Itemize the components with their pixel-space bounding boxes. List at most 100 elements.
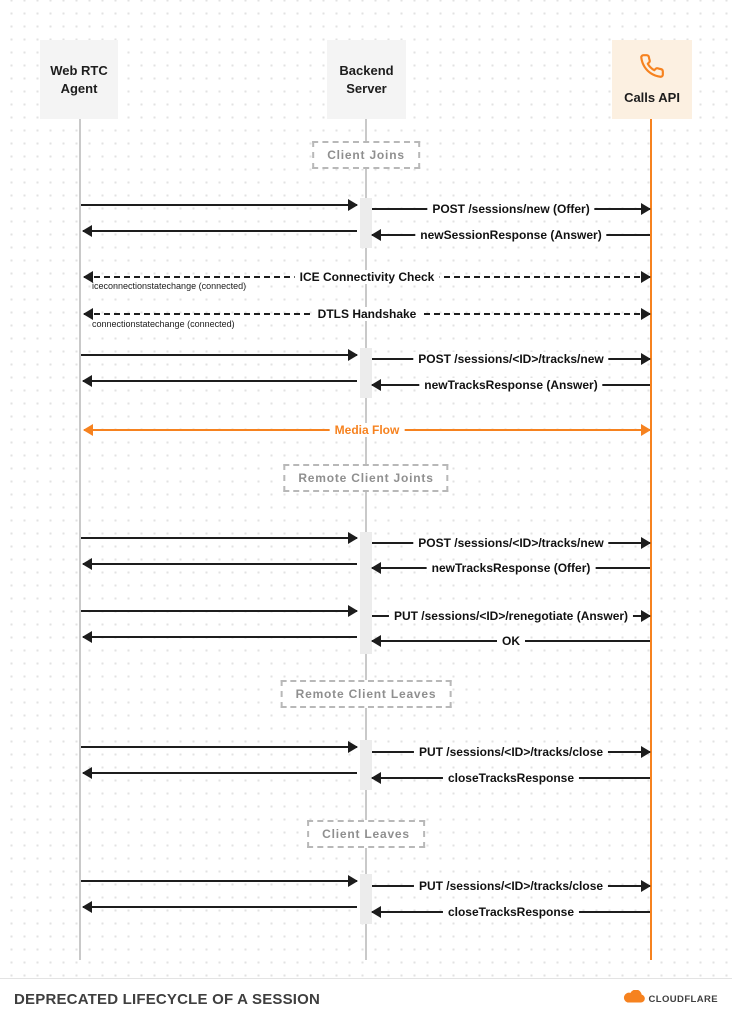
actor-label-line: Calls API xyxy=(624,89,680,105)
activation-bar xyxy=(360,532,372,654)
arrow-post-tracks-new-2: POST /sessions/<ID>/tracks/new xyxy=(372,536,651,550)
arrow-media-flow: Media Flow xyxy=(83,423,651,437)
message-label: newSessionResponse (Answer) xyxy=(415,228,607,242)
event-note-dtls: connectionstatechange (connected) xyxy=(92,319,235,329)
arrowhead-right xyxy=(641,308,651,320)
message-label: PUT /sessions/<ID>/renegotiate (Answer) xyxy=(388,609,634,623)
cloudflare-wordmark: CLOUDFLARE xyxy=(648,993,718,1005)
message-label: POST /sessions/new (Offer) xyxy=(427,202,595,216)
arrowhead-left xyxy=(82,225,92,237)
arrow-webrtc-to-backend xyxy=(81,349,358,361)
actor-label-line: Backend xyxy=(339,62,394,78)
activation-bar xyxy=(360,874,372,924)
arrowhead-left xyxy=(371,635,381,647)
arrowhead-right xyxy=(348,532,358,544)
footer: DEPRECATED LIFECYCLE OF A SESSION CLOUDF… xyxy=(0,978,732,1019)
message-label: closeTracksResponse xyxy=(442,905,580,919)
message-label: DTLS Handshake xyxy=(312,307,422,321)
arrowhead-right xyxy=(641,880,651,892)
message-label: OK xyxy=(497,634,525,648)
activation-bar xyxy=(360,740,372,790)
section-client-joins: Client Joins xyxy=(312,141,420,169)
actor-backend-server: Backend Server xyxy=(327,40,406,119)
arrowhead-left xyxy=(371,379,381,391)
arrowhead-right xyxy=(348,349,358,361)
arrowhead-left xyxy=(82,558,92,570)
arrow-backend-to-webrtc xyxy=(82,558,357,570)
arrowhead-left xyxy=(371,229,381,241)
actor-calls-api: Calls API xyxy=(612,40,692,119)
lifeline-webrtc-agent xyxy=(79,119,81,960)
arrow-webrtc-to-backend xyxy=(81,875,358,887)
arrowhead-left xyxy=(82,901,92,913)
arrowhead-right xyxy=(641,746,651,758)
section-client-leaves: Client Leaves xyxy=(307,820,425,848)
arrow-backend-to-webrtc xyxy=(82,375,357,387)
arrowhead-right xyxy=(348,199,358,211)
arrowhead-right xyxy=(641,203,651,215)
arrow-post-tracks-new: POST /sessions/<ID>/tracks/new xyxy=(372,352,651,366)
arrowhead-right xyxy=(641,271,651,283)
message-label: Media Flow xyxy=(329,423,405,437)
actor-label-line: Web RTC xyxy=(50,62,108,78)
arrowhead-left xyxy=(83,424,93,436)
arrow-backend-to-webrtc xyxy=(82,225,357,237)
event-note-ice: iceconnectionstatechange (connected) xyxy=(92,281,247,291)
arrow-backend-to-webrtc xyxy=(82,901,357,913)
arrowhead-right xyxy=(641,610,651,622)
arrowhead-right xyxy=(348,875,358,887)
arrowhead-left xyxy=(371,906,381,918)
message-label: closeTracksResponse xyxy=(442,771,580,785)
arrowhead-left xyxy=(371,562,381,574)
cloudflare-logo: CLOUDFLARE xyxy=(621,989,718,1008)
section-remote-client-leaves: Remote Client Leaves xyxy=(280,680,452,708)
section-remote-client-joins: Remote Client Joints xyxy=(283,464,449,492)
arrow-webrtc-to-backend xyxy=(81,605,358,617)
arrow-put-renegotiate: PUT /sessions/<ID>/renegotiate (Answer) xyxy=(372,609,651,623)
arrow-webrtc-to-backend xyxy=(81,199,358,211)
message-label: PUT /sessions/<ID>/tracks/close xyxy=(413,745,609,759)
arrow-ice-connectivity-check: ICE Connectivity Check xyxy=(83,270,651,284)
arrow-new-session-response: newSessionResponse (Answer) xyxy=(371,228,650,242)
arrowhead-left xyxy=(82,631,92,643)
arrow-close-tracks-response-2: closeTracksResponse xyxy=(371,905,650,919)
arrow-backend-to-webrtc xyxy=(82,631,357,643)
message-label: newTracksResponse (Offer) xyxy=(426,561,596,575)
activation-bar xyxy=(360,198,372,248)
arrow-webrtc-to-backend xyxy=(81,741,358,753)
actor-label-line: Agent xyxy=(60,80,98,96)
arrowhead-right xyxy=(641,424,651,436)
sequence-diagram-canvas: Web RTC Agent Backend Server Calls API C… xyxy=(0,0,732,978)
arrow-new-tracks-response-offer: newTracksResponse (Offer) xyxy=(371,561,650,575)
message-label: POST /sessions/<ID>/tracks/new xyxy=(413,536,609,550)
arrowhead-right xyxy=(348,741,358,753)
arrowhead-left xyxy=(83,271,93,283)
arrowhead-left xyxy=(82,375,92,387)
arrow-backend-to-webrtc xyxy=(82,767,357,779)
arrowhead-left xyxy=(371,772,381,784)
message-label: PUT /sessions/<ID>/tracks/close xyxy=(413,879,609,893)
arrow-close-tracks-response: closeTracksResponse xyxy=(371,771,650,785)
arrowhead-left xyxy=(82,767,92,779)
message-label: newTracksResponse (Answer) xyxy=(419,378,603,392)
arrow-put-tracks-close-2: PUT /sessions/<ID>/tracks/close xyxy=(372,879,651,893)
arrow-post-sessions-new: POST /sessions/new (Offer) xyxy=(372,202,651,216)
arrow-ok: OK xyxy=(371,634,650,648)
arrowhead-right xyxy=(641,537,651,549)
actor-label-line: Server xyxy=(346,80,387,96)
phone-icon xyxy=(639,53,665,84)
arrowhead-right xyxy=(348,605,358,617)
lifeline-calls-api xyxy=(650,119,652,960)
arrow-webrtc-to-backend xyxy=(81,532,358,544)
message-label: ICE Connectivity Check xyxy=(294,270,440,284)
arrow-dtls-handshake: DTLS Handshake xyxy=(83,307,651,321)
arrowhead-left xyxy=(83,308,93,320)
activation-bar xyxy=(360,348,372,398)
message-label: POST /sessions/<ID>/tracks/new xyxy=(413,352,609,366)
cloudflare-cloud-icon xyxy=(621,989,645,1008)
diagram-title: DEPRECATED LIFECYCLE OF A SESSION xyxy=(14,990,321,1008)
arrowhead-right xyxy=(641,353,651,365)
arrow-new-tracks-response-answer: newTracksResponse (Answer) xyxy=(371,378,650,392)
actor-webrtc-agent: Web RTC Agent xyxy=(40,40,118,119)
arrow-put-tracks-close: PUT /sessions/<ID>/tracks/close xyxy=(372,745,651,759)
